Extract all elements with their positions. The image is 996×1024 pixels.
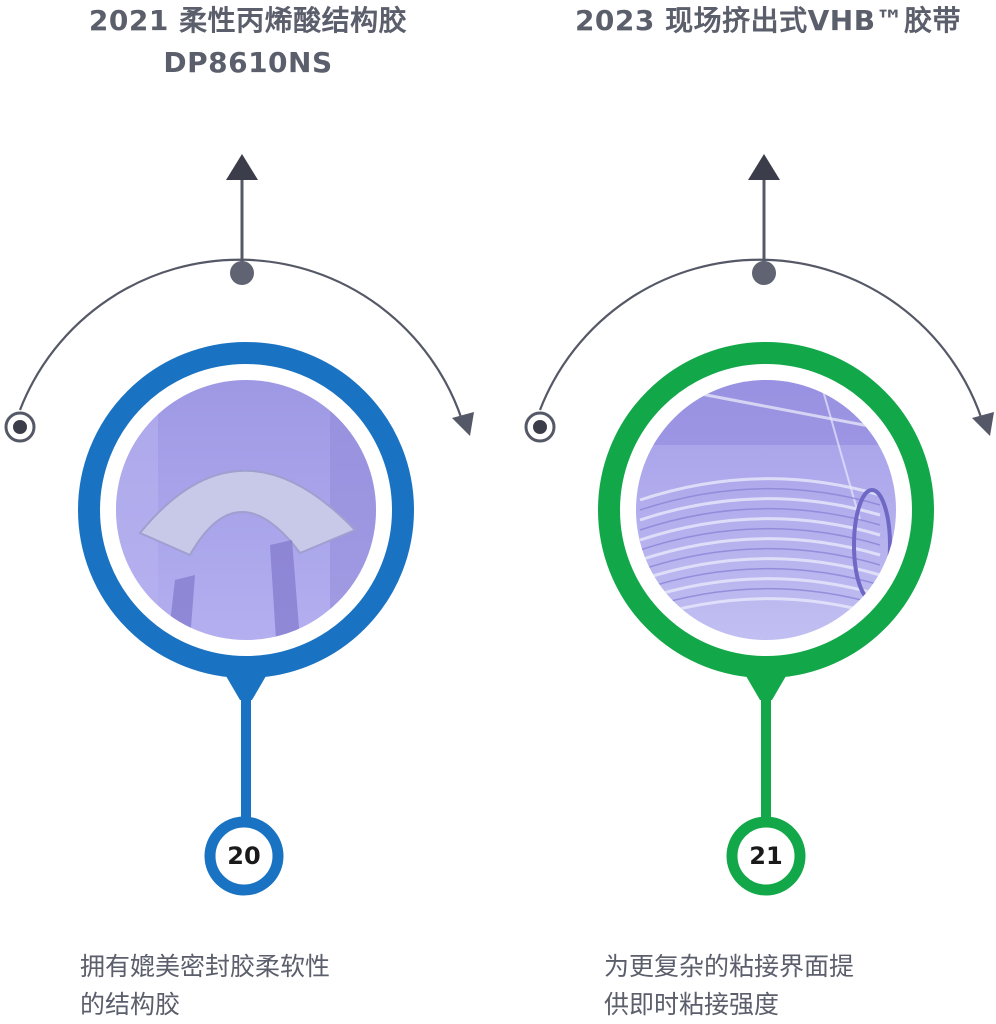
milestone-description-line2: 供即时粘接强度 — [604, 990, 780, 1019]
up-arrow-icon — [226, 154, 258, 180]
milestone-2021: 2021 柔性丙烯酸结构胶 DP8610NS — [0, 0, 498, 1021]
milestone-title-line1: 2021 柔性丙烯酸结构胶 — [88, 4, 408, 37]
arc-top-dot — [752, 261, 776, 285]
milestone-badge — [726, 816, 806, 896]
timeline-arc — [18, 258, 464, 421]
milestone-title-line2: DP8610NS — [163, 46, 333, 79]
milestone-title: 2021 柔性丙烯酸结构胶 DP8610NS — [0, 0, 496, 84]
milestone-title-line1: 2023 现场挤出式VHB™胶带 — [574, 4, 962, 37]
arc-arrowhead-icon — [452, 412, 474, 436]
milestone-graphic — [4, 154, 474, 896]
milestone-description: 拥有媲美密封胶柔软性 的结构胶 — [80, 948, 330, 1024]
milestone-number: 21 — [749, 842, 783, 870]
milestone-description-line2: 的结构胶 — [80, 990, 181, 1019]
milestone-ring — [78, 342, 414, 678]
milestone-badge — [204, 816, 284, 896]
milestone-ring — [598, 342, 934, 678]
milestone-description: 为更复杂的粘接界面提 供即时粘接强度 — [604, 948, 854, 1024]
milestone-graphic — [524, 154, 994, 896]
milestone-number: 20 — [227, 842, 261, 870]
milestone-description-line1: 拥有媲美密封胶柔软性 — [80, 952, 331, 981]
milestone-description-line1: 为更复杂的粘接界面提 — [604, 952, 855, 981]
up-arrow-icon — [748, 154, 780, 180]
milestone-title: 2023 现场挤出式VHB™胶带 — [520, 0, 996, 42]
arc-arrowhead-icon — [972, 412, 994, 436]
milestone-2023: 2023 现场挤出式VHB™胶带 — [520, 0, 996, 1021]
arc-top-dot — [230, 261, 254, 285]
